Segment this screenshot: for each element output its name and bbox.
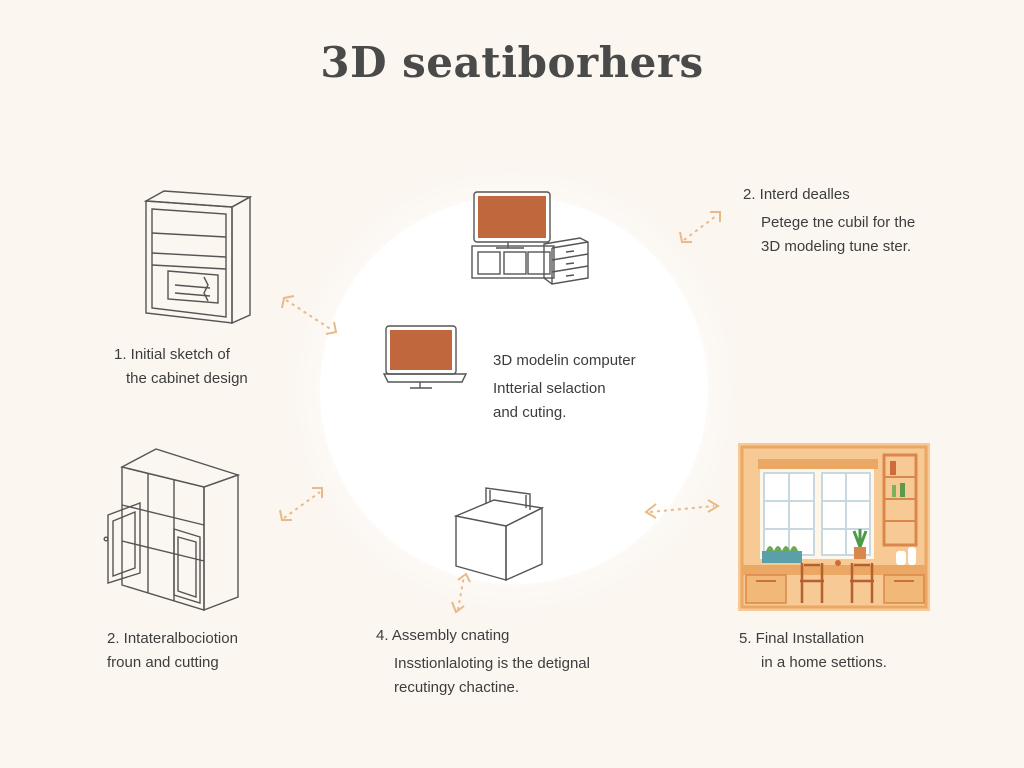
step-2-material-label: 2. Intateralbociotion froun and cutting [107,627,238,675]
step-1-label: 1. Initial sketch of the cabinet design [114,343,248,391]
step-2-details-label: 2. Interd dealles Petege tne cubil for t… [743,183,915,259]
diagram-title: 3D seatiborhers [320,38,704,87]
assembly-box-illustration [453,487,545,582]
open-door-cabinet-illustration [103,448,241,612]
sketch-cabinet-illustration [143,190,253,325]
step-2-material-line-1: 2. Intateralbociotion [107,630,238,647]
step-5-line-1: 5. Final Installation [739,630,865,647]
step-1-line-1: 1. Initial sketch of [114,346,230,363]
arrow-hub-to-step5 [644,499,720,519]
step-5-label: 5. Final Installation in a home settions… [739,627,887,675]
monitor-icon [382,325,468,389]
step-5-line-2: in a home settions. [761,654,887,671]
workstation-computer-illustration [471,191,589,285]
hub-line-1: 3D modelin computer [493,352,636,369]
step-2-details-line-2: Petege tne cubil for the [761,214,916,231]
arrow-step4-to-hub [451,572,471,614]
hub-label: 3D modelin computer Intterial selaction … [493,349,636,425]
step-4-label: 4. Assembly cnating Insstionlaloting is … [376,624,590,700]
step-1-line-2: the cabinet design [126,370,248,387]
step-2-details-line-3: 3D modeling tune ster. [761,238,912,255]
step-2-details-line-1: 2. Interd dealles [743,186,850,203]
arrow-step2b-to-hub [279,487,323,521]
arrow-step1-to-hub [281,295,338,335]
hub-line-3: and cuting. [493,404,567,421]
hub-line-2: Intterial selaction [493,380,606,397]
installed-room-illustration [738,443,930,611]
arrow-step2-to-workstation [679,211,721,243]
step-4-line-1: 4. Assembly cnating [376,627,510,644]
step-2-material-line-2: froun and cutting [107,654,219,671]
step-4-line-2: Insstionlaloting is the detignal [394,655,590,672]
step-4-line-3: recutingy chactine. [394,679,520,696]
central-hub-circle [320,196,708,584]
